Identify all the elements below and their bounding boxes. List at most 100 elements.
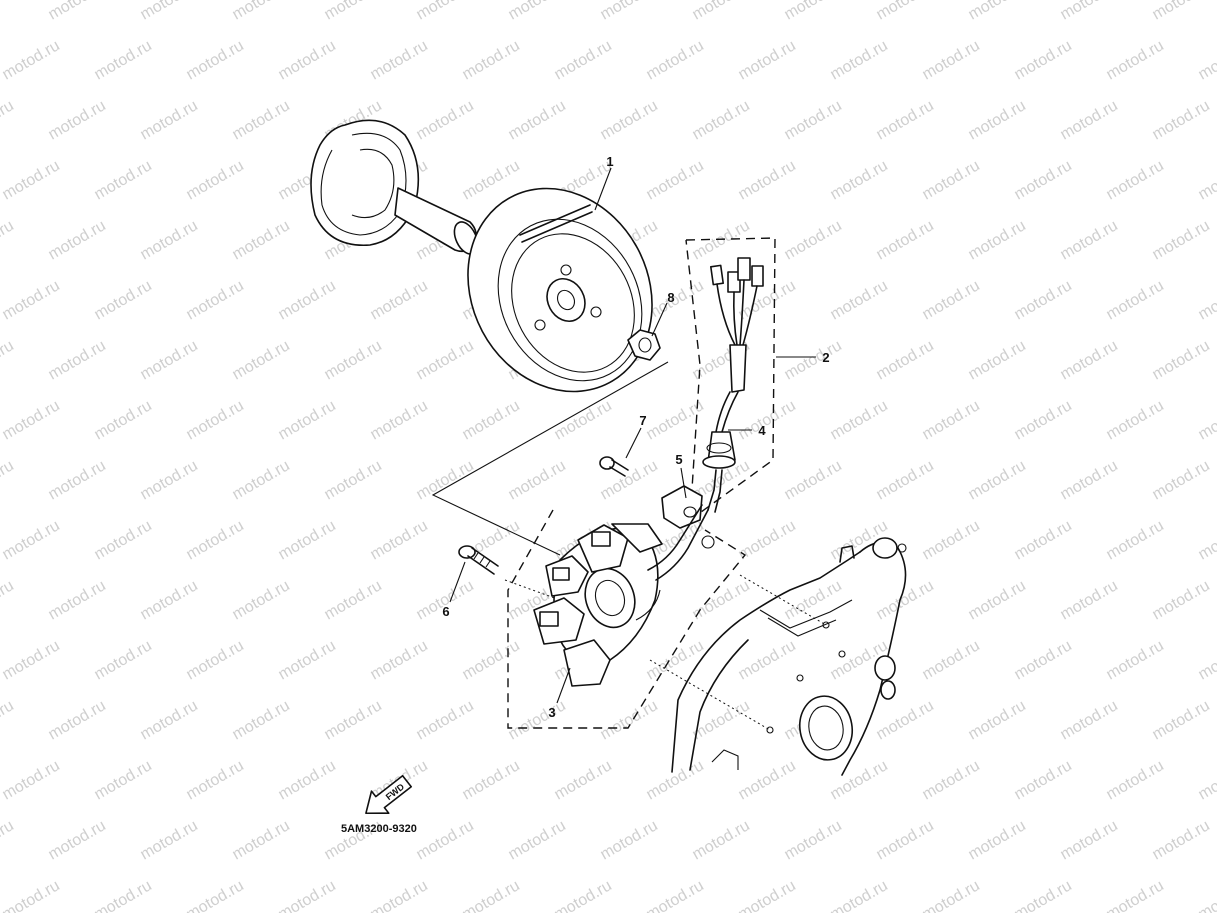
callout-4: 4 <box>758 423 766 438</box>
watermark-text: motod.ru <box>1196 637 1217 683</box>
watermark-text: motod.ru <box>368 277 431 323</box>
watermark-text: motod.ru <box>1058 217 1121 263</box>
watermark-text: motod.ru <box>1104 757 1167 803</box>
watermark-text: motod.ru <box>460 397 523 443</box>
watermark-text: motod.ru <box>322 0 385 23</box>
watermark-text: motod.ru <box>46 0 109 23</box>
watermark-text: motod.ru <box>874 457 937 503</box>
watermark-text: motod.ru <box>966 337 1029 383</box>
watermark-text: motod.ru <box>276 517 339 563</box>
watermark-text: motod.ru <box>1058 337 1121 383</box>
watermark-text: motod.ru <box>1196 157 1217 203</box>
watermark-text: motod.ru <box>506 0 569 23</box>
watermark-text: motod.ru <box>138 0 201 23</box>
watermark-text: motod.ru <box>874 817 937 863</box>
watermark-text: motod.ru <box>138 97 201 143</box>
watermark-text: motod.ru <box>368 637 431 683</box>
callout-3: 3 <box>548 705 555 720</box>
watermark-text: motod.ru <box>690 97 753 143</box>
watermark-text: motod.ru <box>1012 397 1075 443</box>
stator-assembly <box>533 504 709 687</box>
watermark-text: motod.ru <box>1196 277 1217 323</box>
watermark-text: motod.ru <box>1058 0 1121 23</box>
watermark-text: motod.ru <box>874 97 937 143</box>
leader-6 <box>449 561 466 603</box>
watermark-text: motod.ru <box>368 397 431 443</box>
watermark-text: motod.ru <box>0 157 63 203</box>
watermark-text: motod.ru <box>46 337 109 383</box>
watermark-text: motod.ru <box>1012 37 1075 83</box>
watermark-text: motod.ru <box>414 817 477 863</box>
watermark-text: motod.ru <box>506 97 569 143</box>
watermark-text: motod.ru <box>138 817 201 863</box>
watermark-text: motod.ru <box>1150 217 1213 263</box>
watermark-text: motod.ru <box>276 637 339 683</box>
watermark-text: motod.ru <box>46 217 109 263</box>
watermark-text: motod.ru <box>736 157 799 203</box>
watermark-text: motod.ru <box>966 697 1029 743</box>
crankshaft-flange <box>310 119 479 255</box>
watermark-text: motod.ru <box>322 337 385 383</box>
watermark-text: motod.ru <box>828 37 891 83</box>
watermark-text: motod.ru <box>690 217 753 263</box>
watermark-text: motod.ru <box>644 757 707 803</box>
watermark-text: motod.ru <box>368 517 431 563</box>
watermark-text: motod.ru <box>0 697 17 743</box>
watermark-text: motod.ru <box>782 817 845 863</box>
watermark-text: motod.ru <box>138 577 201 623</box>
watermark-text: motod.ru <box>1012 157 1075 203</box>
watermark-text: motod.ru <box>1012 277 1075 323</box>
watermark-text: motod.ru <box>736 517 799 563</box>
watermark-text: motod.ru <box>1150 337 1213 383</box>
watermark-text: motod.ru <box>598 817 661 863</box>
watermark-text: motod.ru <box>414 337 477 383</box>
watermark-text: motod.ru <box>1104 277 1167 323</box>
watermark-text: motod.ru <box>276 757 339 803</box>
watermark-text: motod.ru <box>0 397 63 443</box>
watermark-text: motod.ru <box>782 337 845 383</box>
callout-1: 1 <box>606 154 613 169</box>
callout-8: 8 <box>667 290 674 305</box>
watermark-text: motod.ru <box>690 817 753 863</box>
watermark-text: motod.ru <box>138 337 201 383</box>
watermark-text: motod.ru <box>644 277 707 323</box>
watermark-text: motod.ru <box>644 157 707 203</box>
watermark-text: motod.ru <box>1058 457 1121 503</box>
watermark-text: motod.ru <box>552 757 615 803</box>
nut <box>627 329 661 361</box>
watermark-text: motod.ru <box>598 97 661 143</box>
watermark-text: motod.ru <box>184 757 247 803</box>
watermark-text: motod.ru <box>644 637 707 683</box>
leader-1 <box>594 167 612 211</box>
callout-6: 6 <box>442 604 449 619</box>
watermark-text: motod.ru <box>1196 37 1217 83</box>
watermark-text: motod.ru <box>92 517 155 563</box>
watermark-text: motod.ru <box>46 577 109 623</box>
leader-3 <box>556 667 571 704</box>
watermark-text: motod.ru <box>966 0 1029 23</box>
watermark-text: motod.ru <box>230 817 293 863</box>
watermark-text: motod.ru <box>1058 817 1121 863</box>
watermark-text: motod.ru <box>0 637 63 683</box>
watermark-text: motod.ru <box>1058 577 1121 623</box>
watermark-text: motod.ru <box>92 37 155 83</box>
watermark-text: motod.ru <box>0 757 63 803</box>
watermark-text: motod.ru <box>322 457 385 503</box>
watermark-text: motod.ru <box>92 877 155 913</box>
callout-2: 2 <box>822 350 829 365</box>
watermark-text: motod.ru <box>1150 0 1213 23</box>
watermark-text: motod.ru <box>92 397 155 443</box>
bolt <box>458 545 499 575</box>
watermark-text: motod.ru <box>276 397 339 443</box>
watermark-text: motod.ru <box>138 457 201 503</box>
watermark-text: motod.ru <box>1058 97 1121 143</box>
watermark-text: motod.ru <box>644 37 707 83</box>
watermark-text: motod.ru <box>736 397 799 443</box>
watermark-text: motod.ru <box>782 97 845 143</box>
watermark-text: motod.ru <box>690 0 753 23</box>
watermark-text: motod.ru <box>184 37 247 83</box>
watermark-text: motod.ru <box>644 877 707 913</box>
watermark-text: motod.ru <box>138 217 201 263</box>
watermark-text: motod.ru <box>690 577 753 623</box>
screw <box>599 456 629 477</box>
